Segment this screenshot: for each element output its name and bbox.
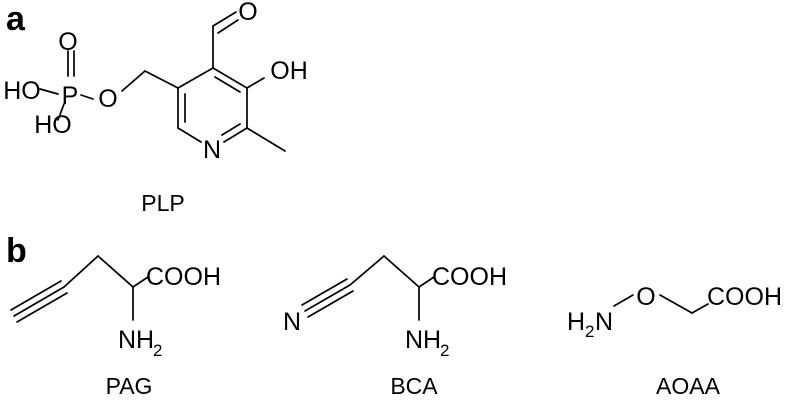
pag-atom-nh: NH: [118, 326, 154, 354]
bond-c-ch2: [349, 255, 385, 286]
bca-name: BCA: [390, 373, 438, 399]
aoaa-atom-h: H: [567, 308, 585, 336]
bond-p-ho-top: [39, 88, 59, 95]
bond-ch2-ring: [144, 70, 179, 89]
ring-bond-c4-c3: [212, 67, 248, 89]
bond-nitrile-1: [304, 284, 351, 312]
bca-atom-nh-sub: 2: [440, 341, 449, 360]
bca-atom-nh: NH: [405, 326, 441, 354]
plp-atom-ho-top: HO: [3, 77, 41, 105]
bond-n-o: [613, 294, 634, 307]
bond-calpha-cooh: [132, 276, 149, 288]
plp-atom-o-ester: O: [98, 85, 117, 113]
bond-nitrile-2: [301, 278, 348, 306]
bond-o-ch2: [121, 70, 146, 92]
bond-c3-oh: [246, 77, 265, 89]
ring-bond-c2-n: [223, 127, 248, 143]
plp-atom-p: P: [62, 82, 79, 110]
plp-atom-o-double: O: [58, 28, 77, 56]
ring-inner-c4-c3: [214, 76, 241, 93]
plp-atom-n: N: [203, 136, 221, 164]
pag-structure: COOH NH 2: [10, 255, 221, 360]
bond-c-ch2: [63, 255, 99, 288]
pag-atom-cooh: COOH: [146, 263, 221, 291]
bond-c2-methyl: [246, 127, 286, 152]
aoaa-atom-o: O: [636, 283, 655, 311]
pag-name: PAG: [106, 373, 153, 399]
aoaa-structure: H 2 N O COOH: [567, 283, 782, 341]
aoaa-name: AOAA: [656, 373, 721, 399]
bca-structure: N COOH NH 2: [283, 255, 507, 360]
plp-atom-o-aldehyde: O: [238, 0, 257, 26]
ring-inner-c2-n: [221, 123, 241, 136]
bond-alkyne-3: [16, 292, 68, 323]
plp-name: PLP: [141, 190, 184, 216]
bond-o-ch2: [659, 294, 693, 314]
bca-atom-n: N: [283, 308, 301, 336]
plp-atom-oh: OH: [270, 57, 308, 85]
panel-label-b: b: [6, 232, 27, 270]
panel-label-a: a: [6, 0, 26, 38]
aoaa-atom-n: N: [595, 308, 613, 336]
bond-cho-o-2: [217, 19, 239, 34]
plp-structure: O P HO O HO N OH O: [3, 0, 308, 164]
bond-ch2-calpha: [97, 255, 134, 288]
bond-ch2-cooh: [691, 303, 709, 314]
bond-calpha-cooh: [418, 276, 435, 288]
plp-atom-ho-bottom: HO: [34, 111, 72, 139]
bond-p-ho-bottom: [57, 103, 65, 121]
bond-nitrile-3: [307, 290, 354, 318]
bond-alkyne-2: [10, 280, 62, 311]
bca-atom-cooh: COOH: [432, 263, 507, 291]
ring-bond-n-c6: [177, 127, 202, 143]
aoaa-atom-cooh: COOH: [707, 283, 782, 311]
bond-alkyne-1: [13, 286, 65, 317]
bond-ch2-calpha: [383, 255, 420, 288]
aoaa-atom-h-sub: 2: [585, 322, 594, 341]
pag-atom-nh-sub: 2: [153, 341, 162, 360]
bond-cho-o-1: [212, 11, 237, 27]
bond-p-o-ester: [80, 94, 94, 100]
ring-bond-c5-c4: [177, 67, 214, 89]
